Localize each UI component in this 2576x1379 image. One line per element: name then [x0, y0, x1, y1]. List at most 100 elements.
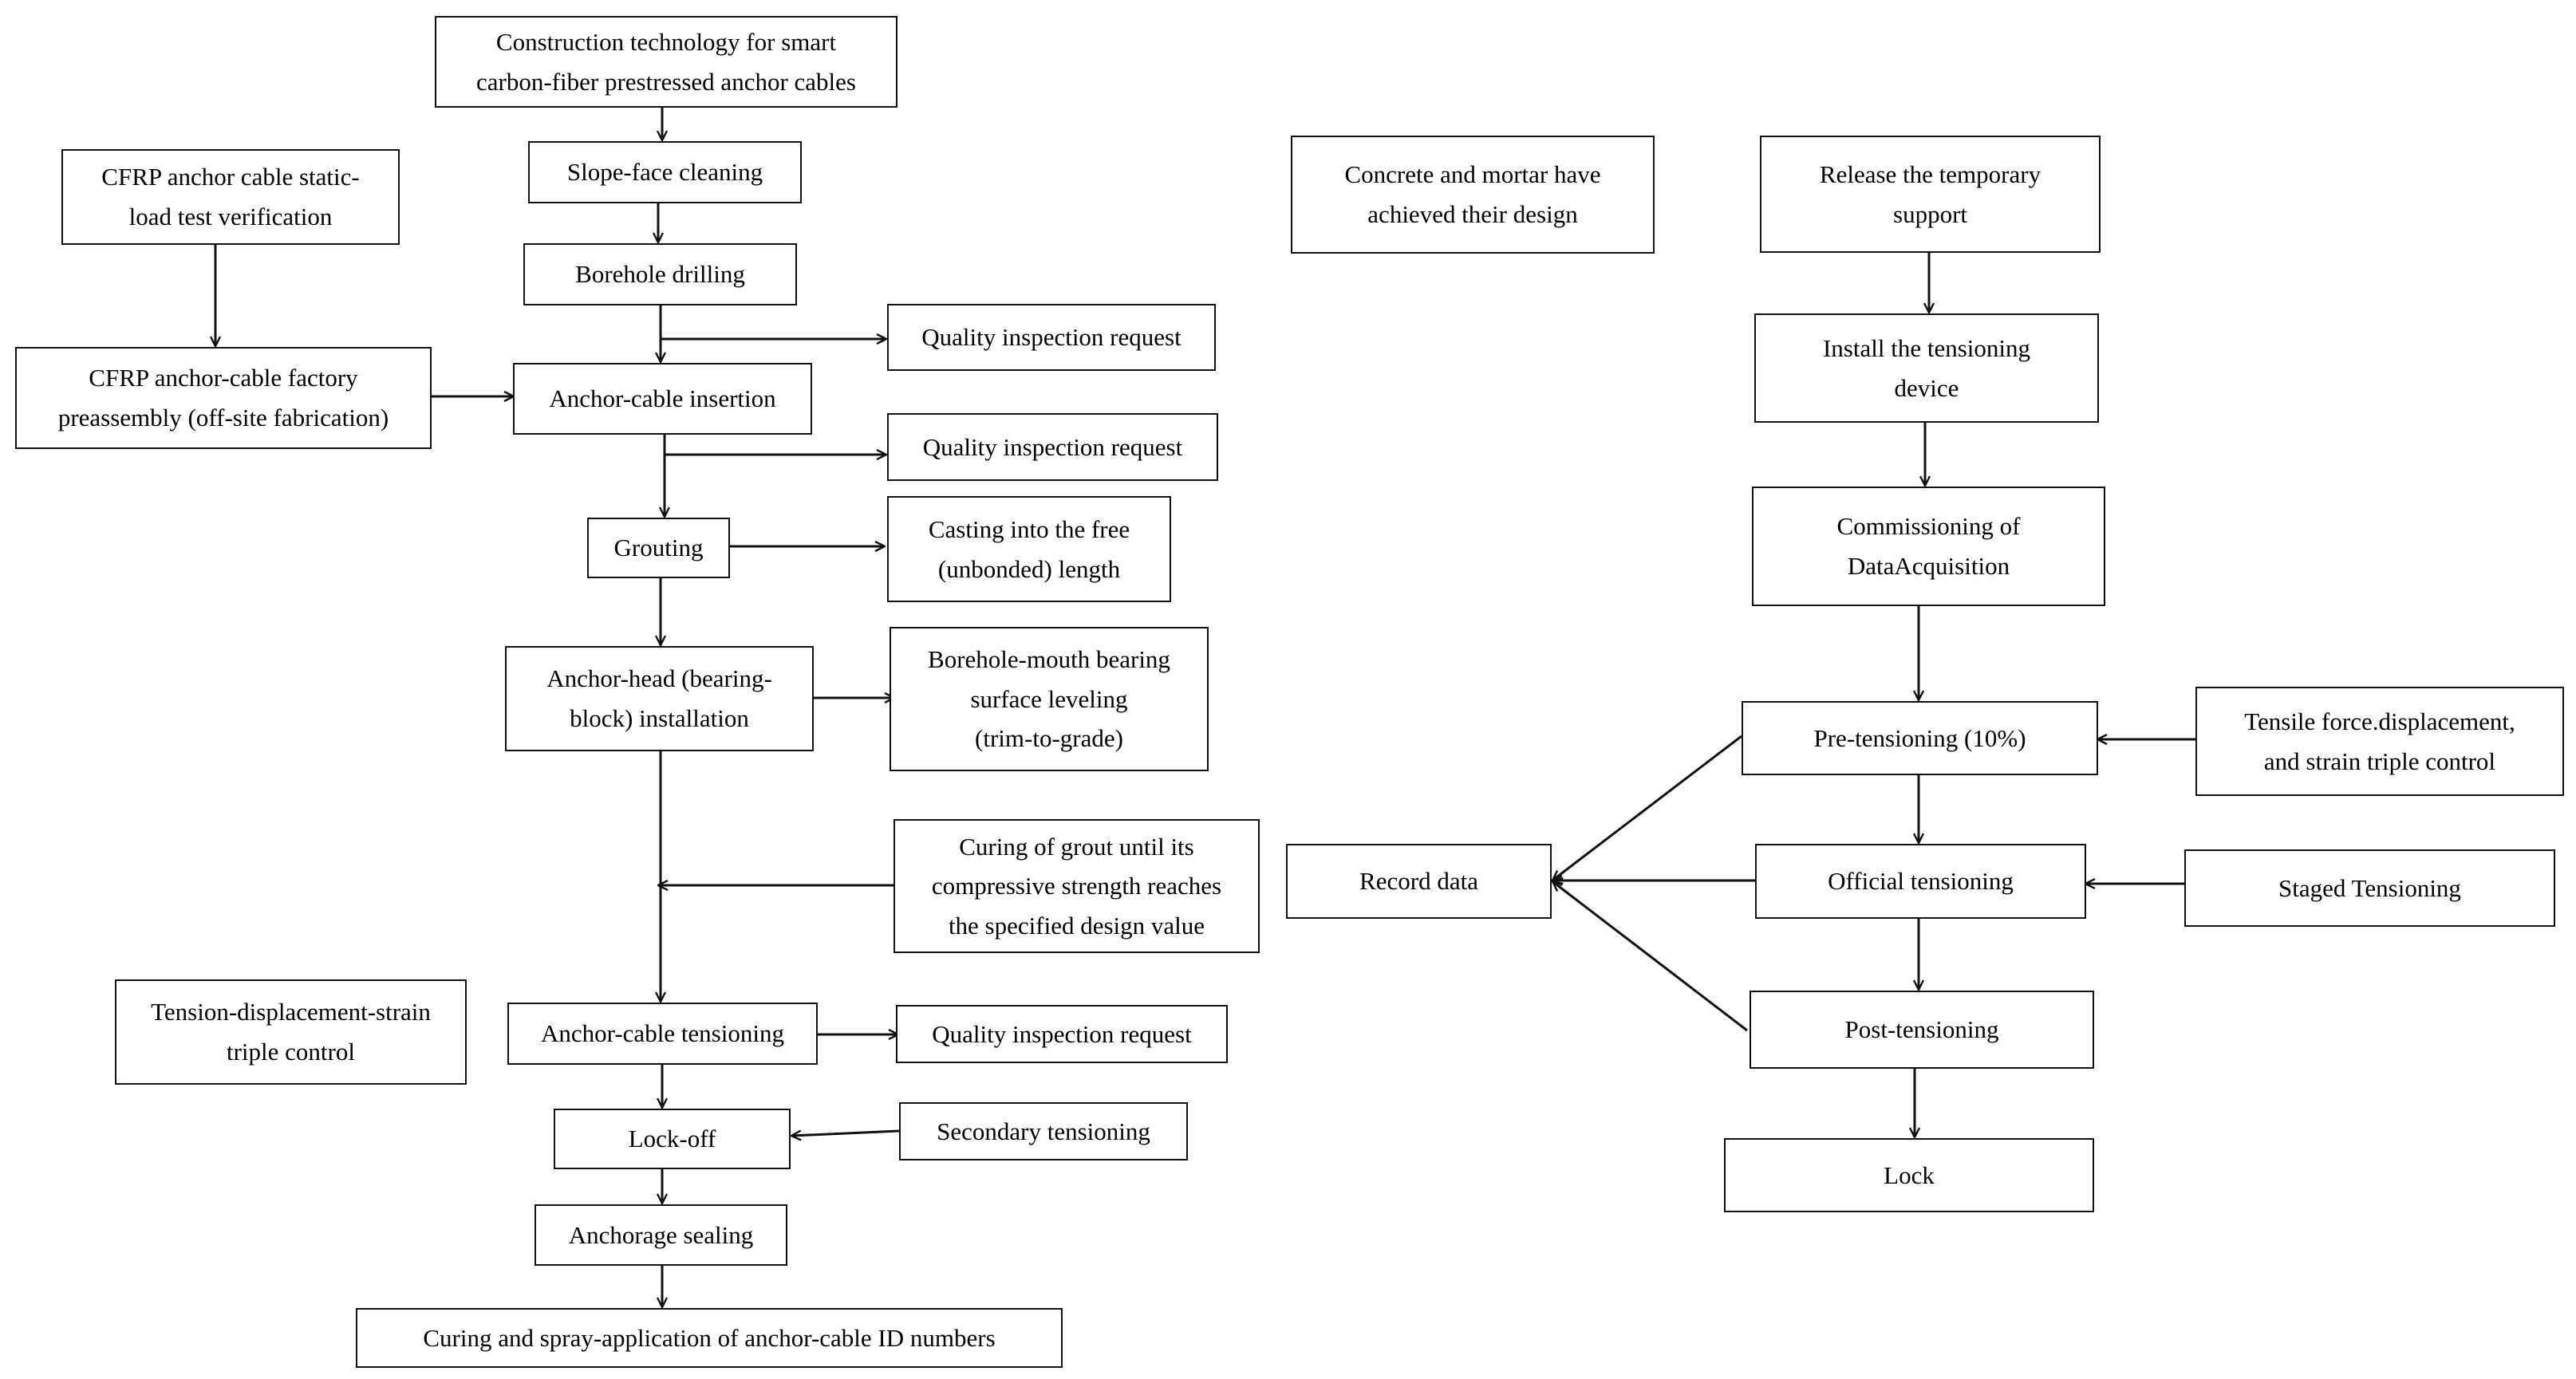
node-label-line: Secondary tensioning — [937, 1117, 1150, 1145]
node-label-line: and strain triple control — [2263, 747, 2496, 775]
node-label-line: Anchor-cable tensioning — [541, 1019, 784, 1048]
node-label-line: support — [1893, 199, 1967, 228]
node-label-line: compressive strength reaches — [931, 872, 1222, 900]
step-pre-tensioning: Pre-tensioning (10%) — [1742, 701, 2098, 775]
node-label-line: device — [1894, 373, 1959, 402]
node-label-line: carbon-fiber prestressed anchor cables — [476, 67, 856, 96]
node-label: Curing and spray-application of anchor-c… — [423, 1318, 995, 1358]
step-lock-off: Lock-off — [554, 1109, 791, 1169]
node-label: Tension-displacement-strain triple contro… — [151, 992, 431, 1071]
node-label-line: Quality inspection request — [932, 1019, 1192, 1048]
node-label-line: Anchorage sealing — [568, 1220, 754, 1249]
node-label-line: Curing of grout until its — [959, 832, 1194, 861]
node-label-line: CFRP anchor-cable factory — [89, 364, 358, 392]
step-curing-of-grout: Curing of grout until its compressive str… — [894, 819, 1260, 953]
node-label-line: Tensile force.displacement, — [2244, 707, 2515, 735]
step-slope-face-cleaning: Slope-face cleaning — [528, 141, 802, 203]
node-label: Concrete and mortar have achieved their d… — [1344, 155, 1600, 234]
node-label-line: Quality inspection request — [921, 323, 1181, 352]
node-label-line: Anchor-cable insertion — [549, 384, 776, 413]
node-label: CFRP anchor-cable factory preassembly (of… — [58, 358, 389, 437]
step-post-tensioning: Post-tensioning — [1750, 991, 2094, 1069]
node-label-line: Grouting — [613, 534, 704, 562]
node-label: Install the tensioning device — [1823, 329, 2030, 408]
node-label-line: preassembly (off-site fabrication) — [57, 404, 389, 431]
quality-inspection-request-3: Quality inspection request — [896, 1005, 1228, 1063]
node-label-line: Curing and spray-application of anchor-c… — [423, 1323, 996, 1352]
node-label: Anchor-cable tensioning — [541, 1014, 784, 1054]
node-label-line: Quality inspection request — [922, 432, 1183, 461]
step-anchor-head-installation: Anchor-head (bearing-block) installation — [505, 646, 814, 751]
node-label-line: the specified design value — [948, 911, 1205, 940]
node-label: Slope-face cleaning — [567, 152, 763, 192]
note-staged-tensioning: Staged Tensioning — [2184, 849, 2555, 927]
node-label-line: Official tensioning — [1828, 867, 2014, 896]
node-label-line: load test verification — [128, 203, 333, 230]
node-label-line: Lock — [1884, 1160, 1935, 1189]
node-label: Pre-tensioning (10%) — [1813, 719, 2026, 758]
note-triple-control: Tension-displacement-strain triple contro… — [115, 979, 467, 1085]
node-label-line: Lock-off — [628, 1125, 716, 1153]
note-concrete-mortar-design: Concrete and mortar have achieved their d… — [1291, 136, 1655, 254]
node-label-line: block) installation — [570, 704, 749, 732]
step-casting-free-length: Casting into the free (unbonded) length — [887, 496, 1171, 602]
step-record-data: Record data — [1286, 844, 1552, 919]
node-label: Tensile force.displacement, and strain tr… — [2244, 702, 2515, 781]
node-label: Grouting — [614, 528, 704, 568]
note-tensile-force-triple-control: Tensile force.displacement, and strain tr… — [2195, 687, 2564, 796]
node-label-line: Slope-face cleaning — [566, 158, 763, 187]
node-label: Commissioning of DataAcquisition — [1837, 506, 2021, 585]
step-static-load-test: CFRP anchor cable static-load test verif… — [61, 149, 400, 245]
node-label-line: (unbonded) length — [937, 554, 1121, 583]
step-anchorage-sealing: Anchorage sealing — [535, 1204, 787, 1266]
node-label-line: Release the temporary — [1819, 160, 2041, 188]
node-label: CFRP anchor cable static-load test verif… — [101, 157, 359, 236]
node-label: Record data — [1359, 861, 1478, 901]
node-label: Curing of grout until its compressive str… — [932, 827, 1221, 946]
quality-inspection-request-2: Quality inspection request — [887, 413, 1218, 481]
node-label: Quality inspection request — [932, 1015, 1191, 1054]
node-label: Secondary tensioning — [937, 1112, 1150, 1152]
node-label: Anchor-head (bearing-block) installation — [546, 659, 772, 738]
node-label: Staged Tensioning — [2278, 869, 2461, 908]
step-curing-spray-id-numbers: Curing and spray-application of anchor-c… — [356, 1308, 1063, 1368]
node-label: Post-tensioning — [1845, 1010, 1999, 1050]
node-label-line: Record data — [1359, 867, 1478, 896]
node-label: Quality inspection request — [921, 317, 1181, 357]
node-label-line: triple control — [227, 1038, 355, 1066]
node-label: Release the temporary support — [1820, 155, 2041, 234]
step-anchor-cable-insertion: Anchor-cable insertion — [513, 363, 812, 435]
node-label-line: Borehole drilling — [575, 260, 745, 289]
node-label-line: Concrete and mortar have — [1344, 160, 1601, 189]
edge-pre-tensioning-to-record-data — [1553, 735, 1742, 880]
step-install-tensioning-device: Install the tensioning device — [1754, 313, 2099, 423]
step-secondary-tensioning: Secondary tensioning — [899, 1102, 1188, 1160]
node-label-line: Install the tensioning — [1822, 333, 2031, 362]
quality-inspection-request-1: Quality inspection request — [887, 304, 1216, 371]
edge-secondary-tensioning-to-lock-off — [792, 1131, 900, 1136]
node-label-line: Commissioning of — [1836, 512, 2021, 541]
step-anchor-cable-tensioning: Anchor-cable tensioning — [507, 1003, 818, 1065]
node-label-line: CFRP anchor cable static- — [101, 163, 360, 191]
node-label-line: Casting into the free — [928, 514, 1130, 543]
edge-post-tensioning-to-record-data — [1553, 882, 1748, 1032]
node-label: Lock-off — [629, 1119, 716, 1159]
node-label-line: DataAcquisition — [1847, 552, 2010, 580]
step-borehole-drilling: Borehole drilling — [523, 243, 797, 305]
node-label-line: achieved their design — [1367, 200, 1578, 228]
step-grouting: Grouting — [587, 518, 730, 578]
node-label: Anchorage sealing — [569, 1215, 754, 1255]
node-label-line: Borehole-mouth bearing — [928, 645, 1170, 674]
node-label-line: Tension-displacement-strain — [151, 998, 431, 1026]
step-commissioning-data-acquisition: Commissioning of DataAcquisition — [1752, 487, 2105, 606]
node-label: Quality inspection request — [923, 427, 1182, 467]
node-label-line: surface leveling — [970, 684, 1128, 713]
node-label: Anchor-cable insertion — [549, 379, 775, 419]
step-release-temporary-support: Release the temporary support — [1760, 136, 2101, 253]
node-label: Casting into the free (unbonded) length — [929, 510, 1130, 589]
